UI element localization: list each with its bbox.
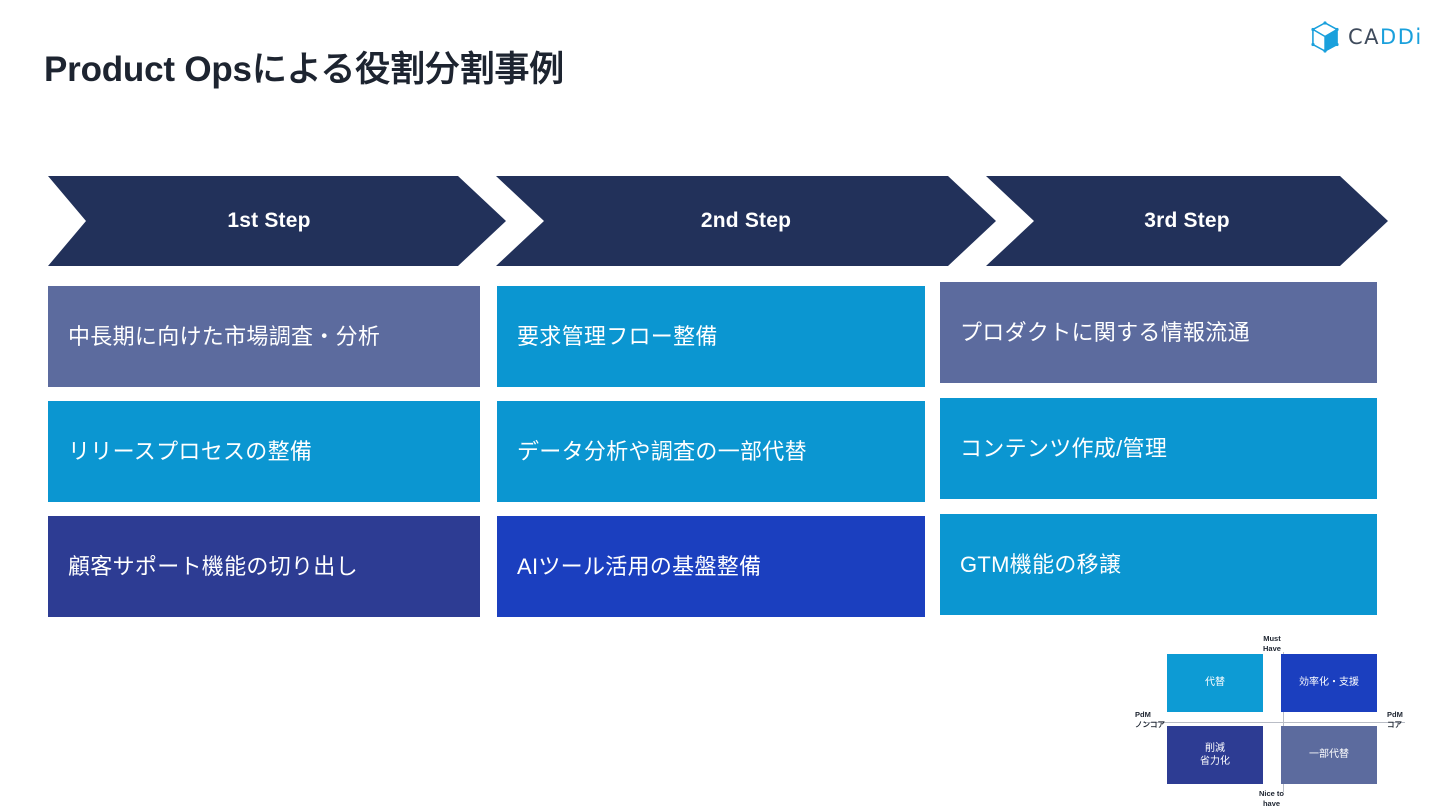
card-label: 中長期に向けた市場調査・分析 (68, 323, 381, 349)
matrix-axis-label-right: PdM コア (1387, 710, 1403, 729)
matrix-axis-label-bottom: Nice to have (1259, 789, 1285, 808)
quadrant-top-right: 効率化・支援 (1281, 654, 1377, 712)
matrix-axis-label-top: Must Have (1263, 634, 1281, 653)
quadrant-label: 代替 (1205, 677, 1225, 689)
brand-wordmark-right: DDi (1380, 24, 1423, 49)
card-label: リリースプロセスの整備 (68, 438, 313, 464)
card-col2-row1[interactable]: 要求管理フロー整備 (497, 286, 925, 387)
card-label: データ分析や調査の一部代替 (517, 438, 807, 464)
quadrant-label: 一部代替 (1309, 749, 1349, 761)
card-label: コンテンツ作成/管理 (960, 435, 1168, 461)
card-col1-row2[interactable]: リリースプロセスの整備 (48, 401, 480, 502)
card-label: 顧客サポート機能の切り出し (68, 553, 358, 579)
step-label-1: 1st Step (227, 209, 311, 232)
card-col3-row1[interactable]: プロダクトに関する情報流通 (940, 282, 1377, 383)
page-title: Product Opsによる役割分割事例 (44, 50, 564, 89)
step-chevron-3: 3rd Step (986, 176, 1388, 266)
caddi-logo: CADDi (1310, 20, 1422, 54)
step-chevron-2: 2nd Step (496, 176, 996, 266)
quadrant-label: 削減 省力化 (1200, 742, 1230, 768)
card-label: AIツール活用の基盤整備 (517, 553, 762, 579)
card-label: GTM機能の移譲 (960, 551, 1122, 577)
card-col2-row3[interactable]: AIツール活用の基盤整備 (497, 516, 925, 617)
matrix-axis-label-left: PdM ノンコア (1135, 710, 1165, 729)
card-col3-row3[interactable]: GTM機能の移譲 (940, 514, 1377, 615)
quadrant-label: 効率化・支援 (1299, 677, 1359, 689)
step-label-2: 2nd Step (700, 209, 792, 232)
card-col3-row2[interactable]: コンテンツ作成/管理 (940, 398, 1377, 499)
quadrant-bottom-left: 削減 省力化 (1167, 726, 1263, 784)
quadrant-matrix: 代替 効率化・支援 削減 省力化 一部代替 Must Have Nice to … (1135, 634, 1435, 808)
cube-icon (1311, 21, 1339, 53)
card-col2-row2[interactable]: データ分析や調査の一部代替 (497, 401, 925, 502)
step-label-3: 3rd Step (1144, 209, 1230, 232)
card-label: プロダクトに関する情報流通 (960, 319, 1250, 345)
quadrant-top-left: 代替 (1167, 654, 1263, 712)
brand-wordmark-left: CA (1348, 24, 1381, 49)
brand-wordmark: CADDi (1348, 24, 1423, 49)
card-col1-row1[interactable]: 中長期に向けた市場調査・分析 (48, 286, 480, 387)
step-header-band: 1st Step 2nd Step 3rd Step (48, 176, 1388, 266)
matrix-horizontal-axis (1143, 722, 1405, 723)
step-chevron-1: 1st Step (48, 176, 506, 266)
quadrant-bottom-right: 一部代替 (1281, 726, 1377, 784)
card-label: 要求管理フロー整備 (517, 323, 718, 349)
card-col1-row3[interactable]: 顧客サポート機能の切り出し (48, 516, 480, 617)
